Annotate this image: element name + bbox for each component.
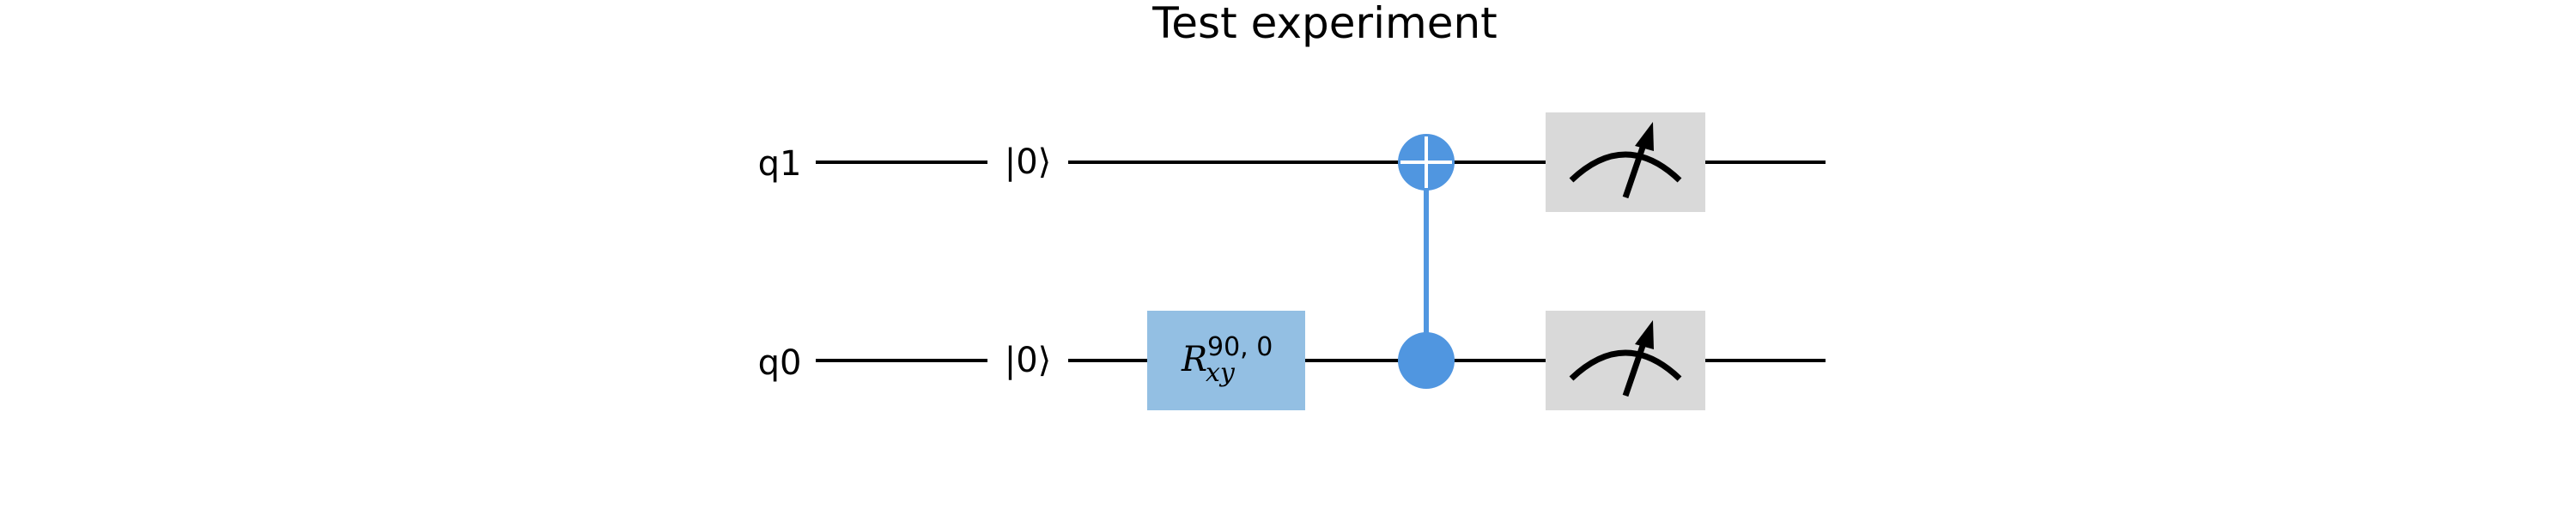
- qubit-label-q0: q0: [758, 343, 802, 383]
- measure-gate-q0: [1546, 311, 1705, 410]
- rxy-gate-box: [1147, 311, 1305, 410]
- rxy-gate-superscript: 90, 0: [1207, 332, 1273, 362]
- meter-icon: [1569, 151, 1682, 183]
- rxy-gate-symbol: R: [1181, 340, 1207, 379]
- qubit-label-q1: q1: [758, 144, 802, 184]
- meter-needle-icon: [1622, 141, 1648, 199]
- init-state-q0: |0⟩: [1005, 341, 1052, 380]
- diagram-title: Test experiment: [1151, 0, 1498, 48]
- cnot-gate: [1398, 134, 1455, 389]
- rxy-gate-subscript: xy: [1206, 358, 1236, 388]
- measure-gate-q1: [1546, 112, 1705, 212]
- meter-icon: [1569, 349, 1682, 381]
- rxy-gate: R xy 90, 0: [1147, 311, 1305, 410]
- meter-arrowhead-icon: [1635, 122, 1654, 151]
- svg-text:R: R: [1181, 340, 1207, 379]
- cnot-control-dot: [1398, 332, 1455, 389]
- meter-needle-icon: [1622, 339, 1648, 397]
- init-state-q1: |0⟩: [1005, 142, 1052, 182]
- meter-arrowhead-icon: [1635, 320, 1654, 349]
